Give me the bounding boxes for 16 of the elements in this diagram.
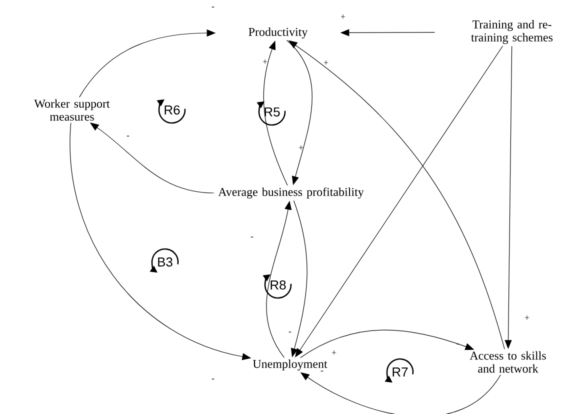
polarity-sign: + bbox=[262, 59, 268, 64]
polarity-sign: - bbox=[212, 6, 214, 8]
polarity-sign: - bbox=[320, 370, 324, 372]
variable-label: Training and re-training schemes bbox=[471, 20, 553, 44]
variable-label: Average business profitability bbox=[218, 187, 364, 198]
polarity-sign: + bbox=[332, 350, 336, 355]
polarity-sign: - bbox=[212, 378, 214, 380]
variable-label: Unemployment bbox=[252, 360, 328, 370]
variable-label: Worker support measures bbox=[34, 99, 110, 121]
polarity-sign: + bbox=[324, 60, 328, 65]
polarity-sign: + bbox=[298, 145, 304, 150]
polarity-sign: + bbox=[524, 315, 530, 320]
variable-label: Access to skills and network bbox=[470, 351, 546, 373]
polarity-sign: - bbox=[250, 236, 254, 238]
polarity-sign: + bbox=[340, 14, 346, 19]
variable-label: Productivity bbox=[248, 28, 308, 38]
